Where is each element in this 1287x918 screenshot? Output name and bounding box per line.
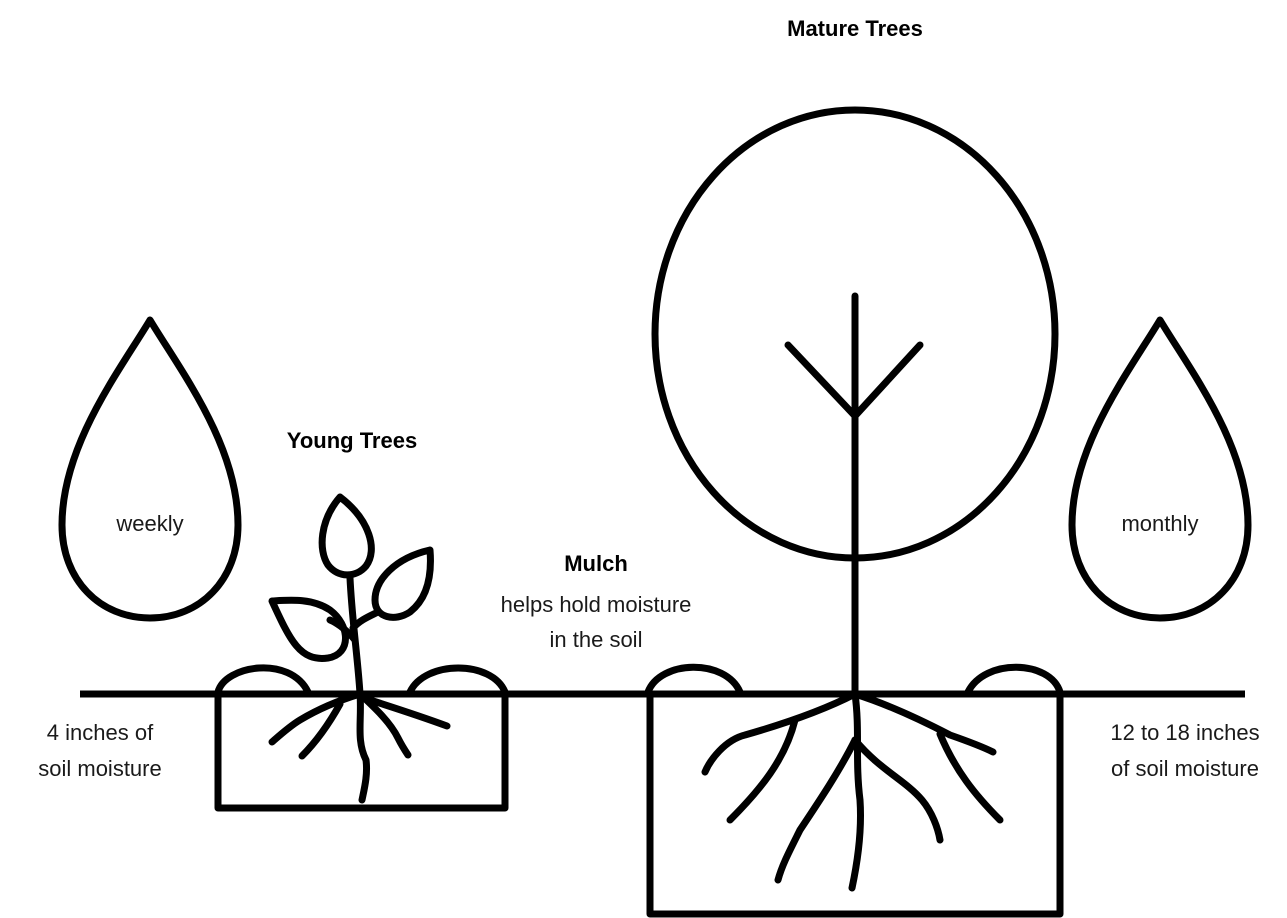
mulch-mounds (218, 667, 1060, 692)
mature-trees-title: Mature Trees (735, 16, 975, 42)
water-drop-weekly-icon (62, 320, 238, 618)
young-soil-depth-line-1: 4 inches of (0, 720, 200, 746)
young-soil-depth-line-2: soil moisture (0, 756, 200, 782)
mulch-description-line-1: helps hold moisture (436, 592, 756, 618)
watering-frequency-monthly: monthly (1090, 511, 1230, 537)
mulch-description-line-2: in the soil (436, 627, 756, 653)
mature-soil-depth-line-1: 12 to 18 inches (1085, 720, 1285, 746)
mature-tree-icon (655, 110, 1055, 888)
mature-soil-depth-line-2: of soil moisture (1085, 756, 1285, 782)
water-drop-monthly-icon (1072, 320, 1248, 618)
mulch-title: Mulch (496, 551, 696, 577)
young-trees-title: Young Trees (232, 428, 472, 454)
young-tree-icon (272, 497, 447, 800)
watering-frequency-weekly: weekly (80, 511, 220, 537)
